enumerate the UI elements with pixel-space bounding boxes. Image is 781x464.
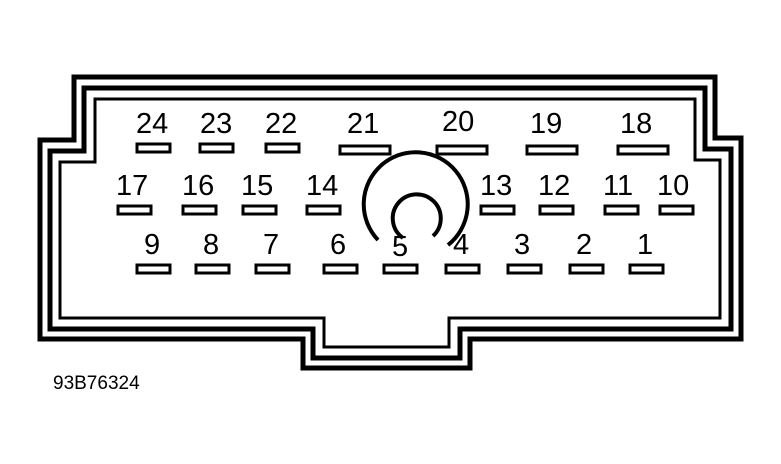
- pin-10-terminal: [658, 204, 695, 216]
- pin-7-terminal: [254, 263, 291, 275]
- pin-9-label: 9: [144, 229, 160, 261]
- pin-22-label: 22: [265, 108, 297, 140]
- pin-6-label: 6: [330, 229, 346, 261]
- pin-19-terminal: [525, 144, 579, 156]
- pin-6-terminal: [322, 263, 359, 275]
- pin-1-label: 1: [637, 229, 653, 261]
- pin-13-terminal: [479, 204, 516, 216]
- pin-15-label: 15: [241, 170, 273, 202]
- pin-12-terminal: [538, 204, 575, 216]
- pin-20-terminal: [435, 144, 489, 156]
- pin-7-label: 7: [263, 229, 279, 261]
- pin-18-label: 18: [620, 108, 652, 140]
- pin-8-label: 8: [203, 229, 219, 261]
- pin-11-label: 11: [603, 170, 633, 202]
- connector-inner-outline: [47, 85, 734, 361]
- key-inner-arc-icon: [390, 192, 443, 240]
- pin-3-terminal: [506, 263, 543, 275]
- pin-23-label: 23: [200, 108, 232, 140]
- pin-17-label: 17: [116, 170, 148, 202]
- pin-23-terminal: [198, 142, 235, 154]
- pin-17-terminal: [116, 204, 153, 216]
- pin-22-terminal: [264, 142, 301, 154]
- pin-24-label: 24: [136, 108, 168, 140]
- pin-8-terminal: [194, 263, 231, 275]
- pin-10-label: 10: [657, 170, 689, 202]
- pin-15-terminal: [241, 204, 278, 216]
- pin-18-terminal: [616, 144, 670, 156]
- key-outer-arc-icon: [361, 150, 470, 247]
- pin-9-terminal: [135, 263, 172, 275]
- pin-20-label: 20: [442, 106, 474, 138]
- pin-4-label: 4: [453, 229, 469, 261]
- pin-12-label: 12: [538, 170, 570, 202]
- pin-5-label: 5: [392, 231, 408, 263]
- pin-14-label: 14: [306, 170, 338, 202]
- pin-3-label: 3: [514, 229, 530, 261]
- reference-code: 93B76324: [53, 373, 140, 394]
- pin-11-terminal: [603, 204, 640, 216]
- pin-1-terminal: [628, 263, 665, 275]
- pin-24-terminal: [135, 142, 172, 154]
- pin-14-terminal: [305, 204, 342, 216]
- pin-5-terminal: [382, 263, 419, 275]
- pin-4-terminal: [444, 263, 481, 275]
- pin-2-label: 2: [576, 229, 592, 261]
- connector-outer-outline: [37, 74, 744, 371]
- pin-19-label: 19: [530, 108, 562, 140]
- pin-21-label: 21: [347, 108, 379, 140]
- pin-13-label: 13: [480, 170, 512, 202]
- pin-2-terminal: [568, 263, 605, 275]
- pin-21-terminal: [338, 144, 392, 156]
- connector-wall-outline: [58, 97, 722, 349]
- pin-16-label: 16: [182, 170, 214, 202]
- pin-16-terminal: [181, 204, 218, 216]
